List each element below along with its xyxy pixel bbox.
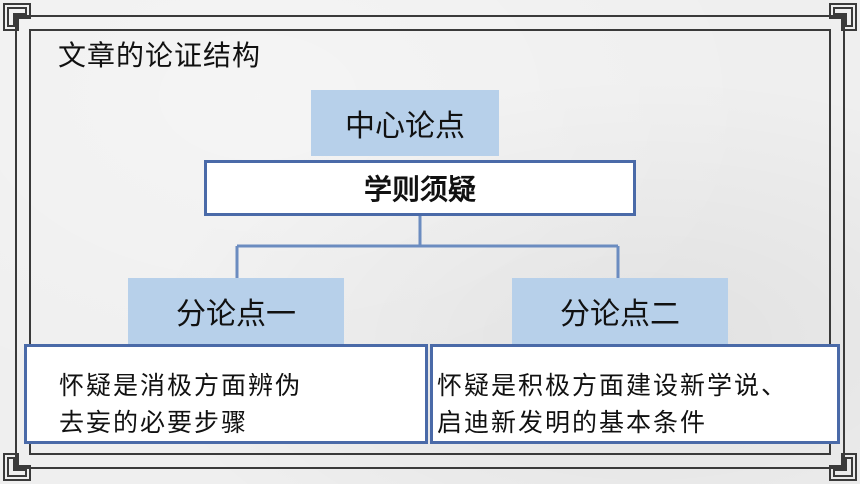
sub-point-1-box: 怀疑是消极方面辨伪 去妄的必要步骤 xyxy=(24,344,428,444)
frame-inner-line xyxy=(29,29,831,455)
sub-point-1-label: 分论点一 xyxy=(128,278,344,344)
sub-point-2-box: 怀疑是积极方面建设新学说、 启迪新发明的基本条件 xyxy=(430,344,840,444)
sub-point-2-line-1: 怀疑是积极方面建设新学说、 xyxy=(437,371,789,400)
corner-ornaments xyxy=(3,3,857,481)
sub-point-1-line-1: 怀疑是消极方面辨伪 xyxy=(59,371,303,400)
sub-point-2-label: 分论点二 xyxy=(512,278,728,344)
sub-point-2-line-2: 启迪新发明的基本条件 xyxy=(437,408,708,437)
central-thesis-label: 中心论点 xyxy=(311,90,499,156)
central-thesis-box: 学则须疑 xyxy=(204,160,636,216)
sub-point-1-line-2: 去妄的必要步骤 xyxy=(59,408,249,437)
slide-title: 文章的论证结构 xyxy=(58,39,262,72)
frame-outer-line xyxy=(15,15,845,469)
